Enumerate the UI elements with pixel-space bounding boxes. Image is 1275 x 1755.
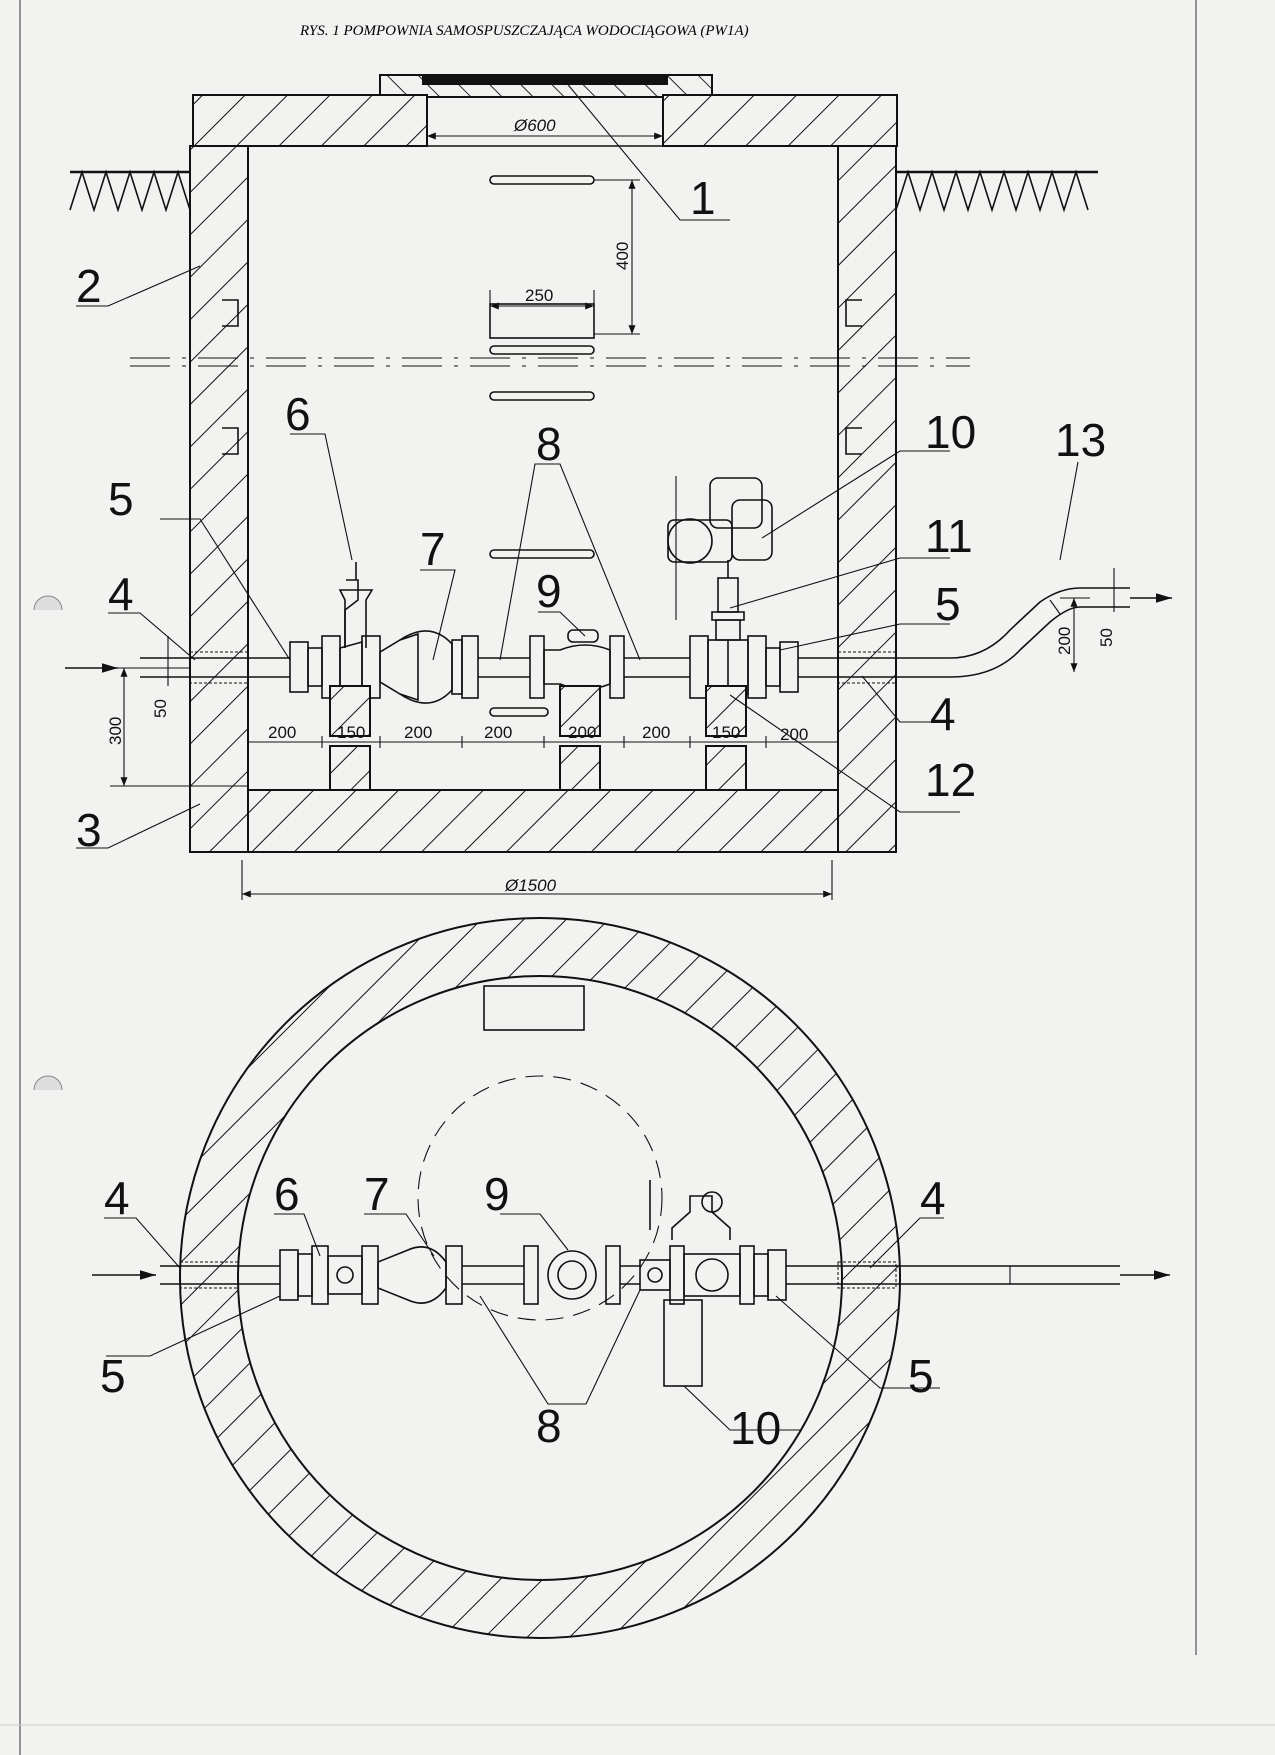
part-label-2: 2 [76, 260, 102, 312]
pipeline-plan [92, 1180, 1170, 1387]
step-plan [483, 985, 585, 1031]
dim-chain-value: 200 [404, 723, 432, 742]
plan-label-4-right: 4 [920, 1172, 946, 1224]
plan-label-10: 10 [730, 1402, 781, 1454]
plan-label-7: 7 [364, 1168, 390, 1220]
part-label-6: 6 [285, 388, 311, 440]
part-label-7: 7 [420, 523, 446, 575]
wall-left [189, 145, 249, 853]
top-slab-left [192, 94, 428, 147]
plan-label-8: 8 [536, 1400, 562, 1452]
wall-right [837, 145, 897, 853]
binder-hole [33, 595, 63, 611]
support-block [705, 745, 747, 791]
binder-hole [33, 1075, 63, 1091]
part-label-10: 10 [925, 406, 976, 458]
dim-chain-value: 200 [268, 723, 296, 742]
plan-view: 4 6 7 9 4 5 8 10 5 [92, 917, 1170, 1639]
dim-pipe-offset-right: 50 [1097, 628, 1116, 647]
part-label-12: 12 [925, 754, 976, 806]
ground-right [895, 169, 1098, 213]
plan-label-6: 6 [274, 1168, 300, 1220]
support-block [559, 685, 601, 737]
plan-label-9: 9 [484, 1168, 510, 1220]
dim-inlet-height: 300 [106, 717, 125, 745]
support-block [705, 685, 747, 737]
dim-step-width: 250 [525, 286, 553, 305]
part-label-13: 13 [1055, 414, 1106, 466]
dim-pipe-offset-left: 50 [151, 699, 170, 718]
plan-label-4: 4 [104, 1172, 130, 1224]
dim-chain-value: 200 [780, 725, 808, 744]
dim-manhole-diameter: Ø600 [513, 116, 556, 135]
support-block [329, 685, 371, 737]
shaft-ring [178, 917, 902, 1639]
dim-chain-value: 200 [642, 723, 670, 742]
part-label-4-right: 4 [930, 688, 956, 740]
dim-chain-value: 200 [568, 723, 596, 742]
dim-chain-value: 150 [712, 723, 740, 742]
part-label-5-right: 5 [935, 578, 961, 630]
manhole-opening-outline [417, 1075, 663, 1321]
dimension-chain: 200 150 200 200 200 200 150 200 [247, 723, 839, 748]
top-slab-right [662, 94, 898, 147]
ground-left [69, 169, 191, 213]
dim-chain-value: 200 [484, 723, 512, 742]
part-label-9: 9 [536, 565, 562, 617]
dim-shaft-diameter: Ø1500 [504, 876, 557, 895]
dim-step-spacing: 400 [613, 242, 632, 270]
part-label-8: 8 [536, 418, 562, 470]
support-block [329, 745, 371, 791]
dim-chain-value: 150 [337, 723, 365, 742]
section-view: Ø600 400 250 [65, 74, 1172, 900]
plan-label-5: 5 [100, 1350, 126, 1402]
plan-label-5-right: 5 [908, 1350, 934, 1402]
actuator-body [667, 519, 733, 563]
dim-outlet-rise: 200 [1055, 627, 1074, 655]
drawing-title: RYS. 1 POMPOWNIA SAMOSPUSZCZAJĄCA WODOCI… [299, 23, 749, 39]
bottom-slab [247, 789, 839, 853]
part-label-5: 5 [108, 473, 134, 525]
part-label-11: 11 [925, 510, 973, 562]
part-label-4: 4 [108, 568, 134, 620]
leader-lines [76, 74, 1079, 849]
part-label-1: 1 [690, 172, 716, 224]
actuator-plan [663, 1299, 703, 1387]
part-label-3: 3 [76, 804, 102, 856]
leader-lines-plan [104, 1213, 944, 1431]
support-block [559, 745, 601, 791]
